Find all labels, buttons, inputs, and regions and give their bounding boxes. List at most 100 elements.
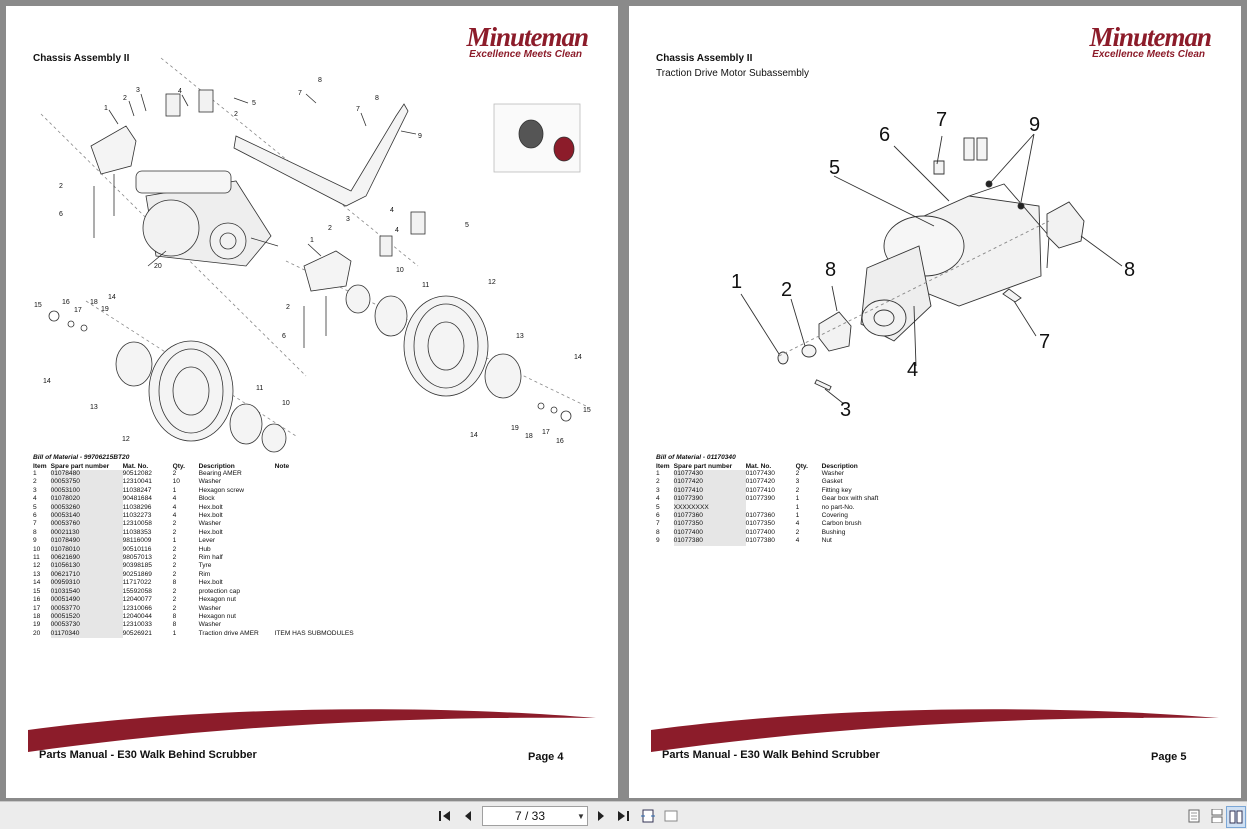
fit-page-icon[interactable] <box>637 806 659 826</box>
bom-cell: Covering <box>821 512 848 520</box>
spare-part-number: 01077350 <box>673 520 746 529</box>
col-mat-no: Mat. No. <box>745 462 772 470</box>
spare-part-number: 00053730 <box>50 621 123 630</box>
fit-width-icon[interactable] <box>660 806 682 826</box>
bom-cell: 12040044 <box>122 612 152 620</box>
bom-cell: Traction drive AMER <box>198 629 259 637</box>
bom-cell: 4 <box>656 495 660 503</box>
svg-text:14: 14 <box>574 354 582 361</box>
page-number-field[interactable]: 7 / 33 ▼ <box>482 806 588 826</box>
col-spare-part: Spare part number <box>50 462 110 470</box>
bom-cell: 12 <box>33 562 41 570</box>
two-page-icon[interactable] <box>1226 806 1246 828</box>
svg-text:2: 2 <box>234 111 238 118</box>
bom-header-row: Item Spare part number Mat. No. Qty. Des… <box>33 462 358 470</box>
callout-3: 3 <box>840 399 851 421</box>
bom-cell <box>275 613 358 621</box>
spare-part-number: 01170340 <box>50 629 123 639</box>
spare-part-number: 01078480 <box>50 470 123 479</box>
svg-text:11: 11 <box>256 385 263 392</box>
bom-cell: 01077350 <box>745 520 775 528</box>
callout-4: 4 <box>907 359 918 381</box>
svg-text:10: 10 <box>282 400 290 407</box>
spare-part-number: 01078010 <box>50 545 123 555</box>
single-page-icon[interactable] <box>1183 806 1205 826</box>
bom-table: Item Spare part number Mat. No. Qty. Des… <box>656 462 882 546</box>
bom-cell: 98116009 <box>122 537 152 545</box>
svg-text:19: 19 <box>101 306 109 313</box>
prev-page-icon[interactable] <box>457 806 479 826</box>
bom-cell: Washer <box>821 470 845 477</box>
bom-cell: Hex.bolt <box>198 579 223 587</box>
last-page-icon[interactable] <box>612 806 634 826</box>
col-description: Description <box>821 462 858 470</box>
bom-cell: 16 <box>33 596 41 604</box>
bom-cell: 2 <box>172 587 177 595</box>
bom-cell: 4 <box>795 520 800 528</box>
minuteman-logo: Minuteman Excellence Meets Clean <box>1089 24 1212 60</box>
spare-part-number: 00959310 <box>50 579 123 588</box>
bom-cell <box>275 495 358 503</box>
bom-cell: Washer <box>198 604 222 612</box>
bom-cell <box>275 596 358 604</box>
chevron-down-icon[interactable]: ▼ <box>577 811 585 821</box>
bom-cell: Carbon brush <box>821 520 862 528</box>
bom-cell: 2 <box>33 478 37 486</box>
svg-text:9: 9 <box>418 133 422 140</box>
manual-page-5: Minuteman Excellence Meets Clean Chassis… <box>629 6 1241 798</box>
bom-cell: 11038353 <box>122 528 152 536</box>
bom-cell <box>275 529 358 537</box>
footer-page-number: Page 5 <box>1151 751 1187 763</box>
svg-text:17: 17 <box>542 429 550 436</box>
svg-text:17: 17 <box>74 307 82 314</box>
bom-cell: Fitting key <box>821 486 852 494</box>
callout-6: 6 <box>879 124 890 146</box>
bom-cell: 13 <box>33 570 41 578</box>
bom-cell: Hexagon nut <box>198 596 236 604</box>
bom-cell: 1 <box>172 486 177 494</box>
continuous-page-icon[interactable] <box>1206 806 1228 826</box>
spare-part-number: 01077380 <box>673 537 746 546</box>
next-page-icon[interactable] <box>590 806 612 826</box>
bom-cell: 18 <box>33 612 41 620</box>
bom-cell: Nut <box>821 537 832 545</box>
spare-part-number: 00621710 <box>50 570 123 580</box>
bom-cell <box>275 562 358 570</box>
bom-cell <box>275 579 358 587</box>
bom-cell <box>275 520 358 528</box>
bom-cell: 01077430 <box>745 470 775 477</box>
bom-cell: 90481684 <box>122 495 152 503</box>
spare-part-number: 00021130 <box>50 528 123 538</box>
bom-cell: 98057013 <box>122 554 152 562</box>
spare-part-number: 00053770 <box>50 604 123 613</box>
callout-1: 1 <box>731 271 742 293</box>
bom-cell: 5 <box>656 503 660 511</box>
svg-text:2: 2 <box>123 95 127 102</box>
svg-text:16: 16 <box>556 438 564 445</box>
bom-cell: Hexagon nut <box>198 612 236 620</box>
spare-part-number: 01078490 <box>50 537 123 546</box>
manual-page-4: Minuteman Excellence Meets Clean Chassis… <box>6 6 618 798</box>
svg-text:14: 14 <box>470 432 478 439</box>
bom-cell: 2 <box>172 554 177 562</box>
col-item: Item <box>33 462 47 470</box>
spare-part-number: 00053140 <box>50 512 123 521</box>
svg-text:4: 4 <box>178 88 182 95</box>
bom-cell: Washer <box>198 621 222 629</box>
svg-text:16: 16 <box>62 299 70 306</box>
bom-cell: Washer <box>198 478 222 486</box>
first-page-icon[interactable] <box>434 806 456 826</box>
spare-part-number: 00621690 <box>50 554 123 563</box>
